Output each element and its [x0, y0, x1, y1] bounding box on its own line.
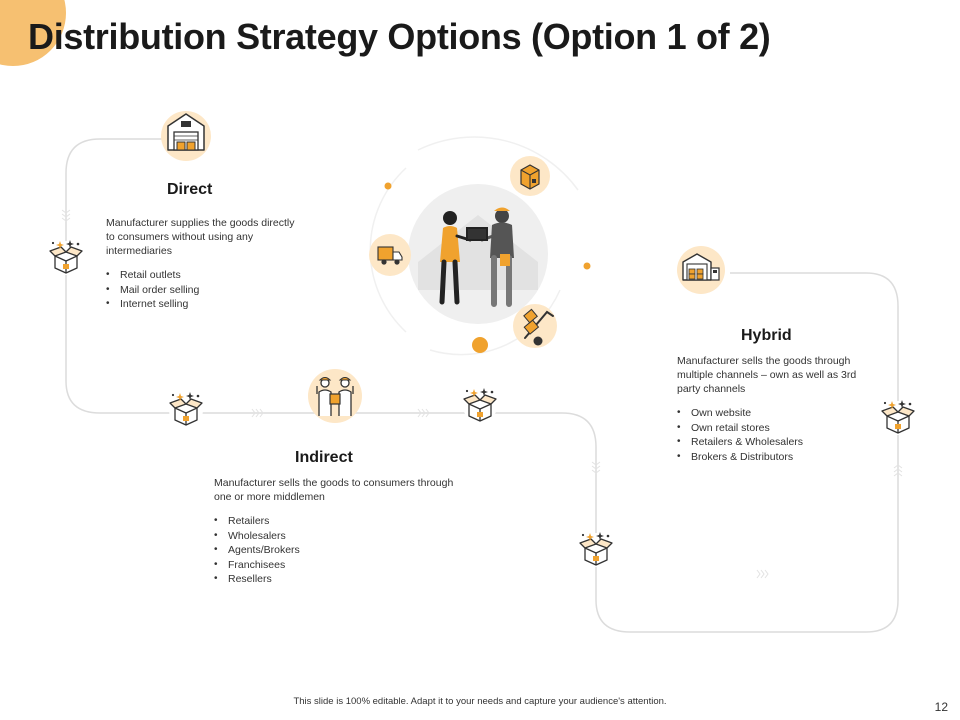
list-item: Retailers: [214, 514, 464, 529]
hybrid-description: Manufacturer sells the goods through mul…: [677, 355, 857, 395]
indirect-section: Indirect Manufacturer sells the goods to…: [214, 449, 464, 587]
hand-truck-icon: [513, 304, 557, 348]
chevron-markers: [61, 209, 903, 579]
list-item: Franchisees: [214, 558, 464, 573]
hybrid-bullets: Own website Own retail stores Retailers …: [677, 406, 877, 464]
hybrid-section: Hybrid Manufacturer sells the goods thro…: [677, 327, 877, 464]
handshake-delivery-icon: [439, 207, 514, 307]
indirect-description: Manufacturer sells the goods to consumer…: [214, 477, 454, 503]
open-box-icon: [463, 387, 497, 423]
list-item: Mail order selling: [106, 283, 306, 298]
center-illustration: [369, 136, 591, 356]
footer-note: This slide is 100% editable. Adapt it to…: [293, 696, 667, 707]
open-box-icon: [169, 391, 203, 427]
workers-icon: [308, 369, 362, 423]
warehouse-icon: [161, 111, 211, 161]
direct-description: Manufacturer supplies the goods directly…: [106, 217, 295, 257]
open-box-icon: [881, 399, 915, 435]
list-item: Own retail stores: [677, 421, 877, 436]
open-box-icon: [579, 531, 613, 567]
parcel-icon: [510, 156, 550, 196]
direct-bullets: Retail outlets Mail order selling Intern…: [106, 268, 306, 312]
list-item: Brokers & Distributors: [677, 450, 877, 465]
open-box-icon: [49, 239, 83, 275]
indirect-bullets: Retailers Wholesalers Agents/Brokers Fra…: [214, 514, 464, 587]
page-title: Distribution Strategy Options (Option 1 …: [28, 16, 771, 57]
list-item: Resellers: [214, 572, 464, 587]
list-item: Own website: [677, 406, 877, 421]
hybrid-heading: Hybrid: [741, 327, 792, 344]
list-item: Retail outlets: [106, 268, 306, 283]
flow-line: [65, 138, 899, 633]
factory-icon: [677, 246, 725, 294]
indirect-heading: Indirect: [295, 449, 353, 466]
list-item: Wholesalers: [214, 529, 464, 544]
list-item: Agents/Brokers: [214, 543, 464, 558]
list-item: Retailers & Wholesalers: [677, 435, 877, 450]
direct-heading: Direct: [167, 181, 213, 198]
direct-section: Direct Manufacturer supplies the goods d…: [106, 181, 306, 312]
delivery-truck-icon: [369, 234, 411, 276]
page-number: 12: [934, 700, 948, 714]
list-item: Internet selling: [106, 297, 306, 312]
